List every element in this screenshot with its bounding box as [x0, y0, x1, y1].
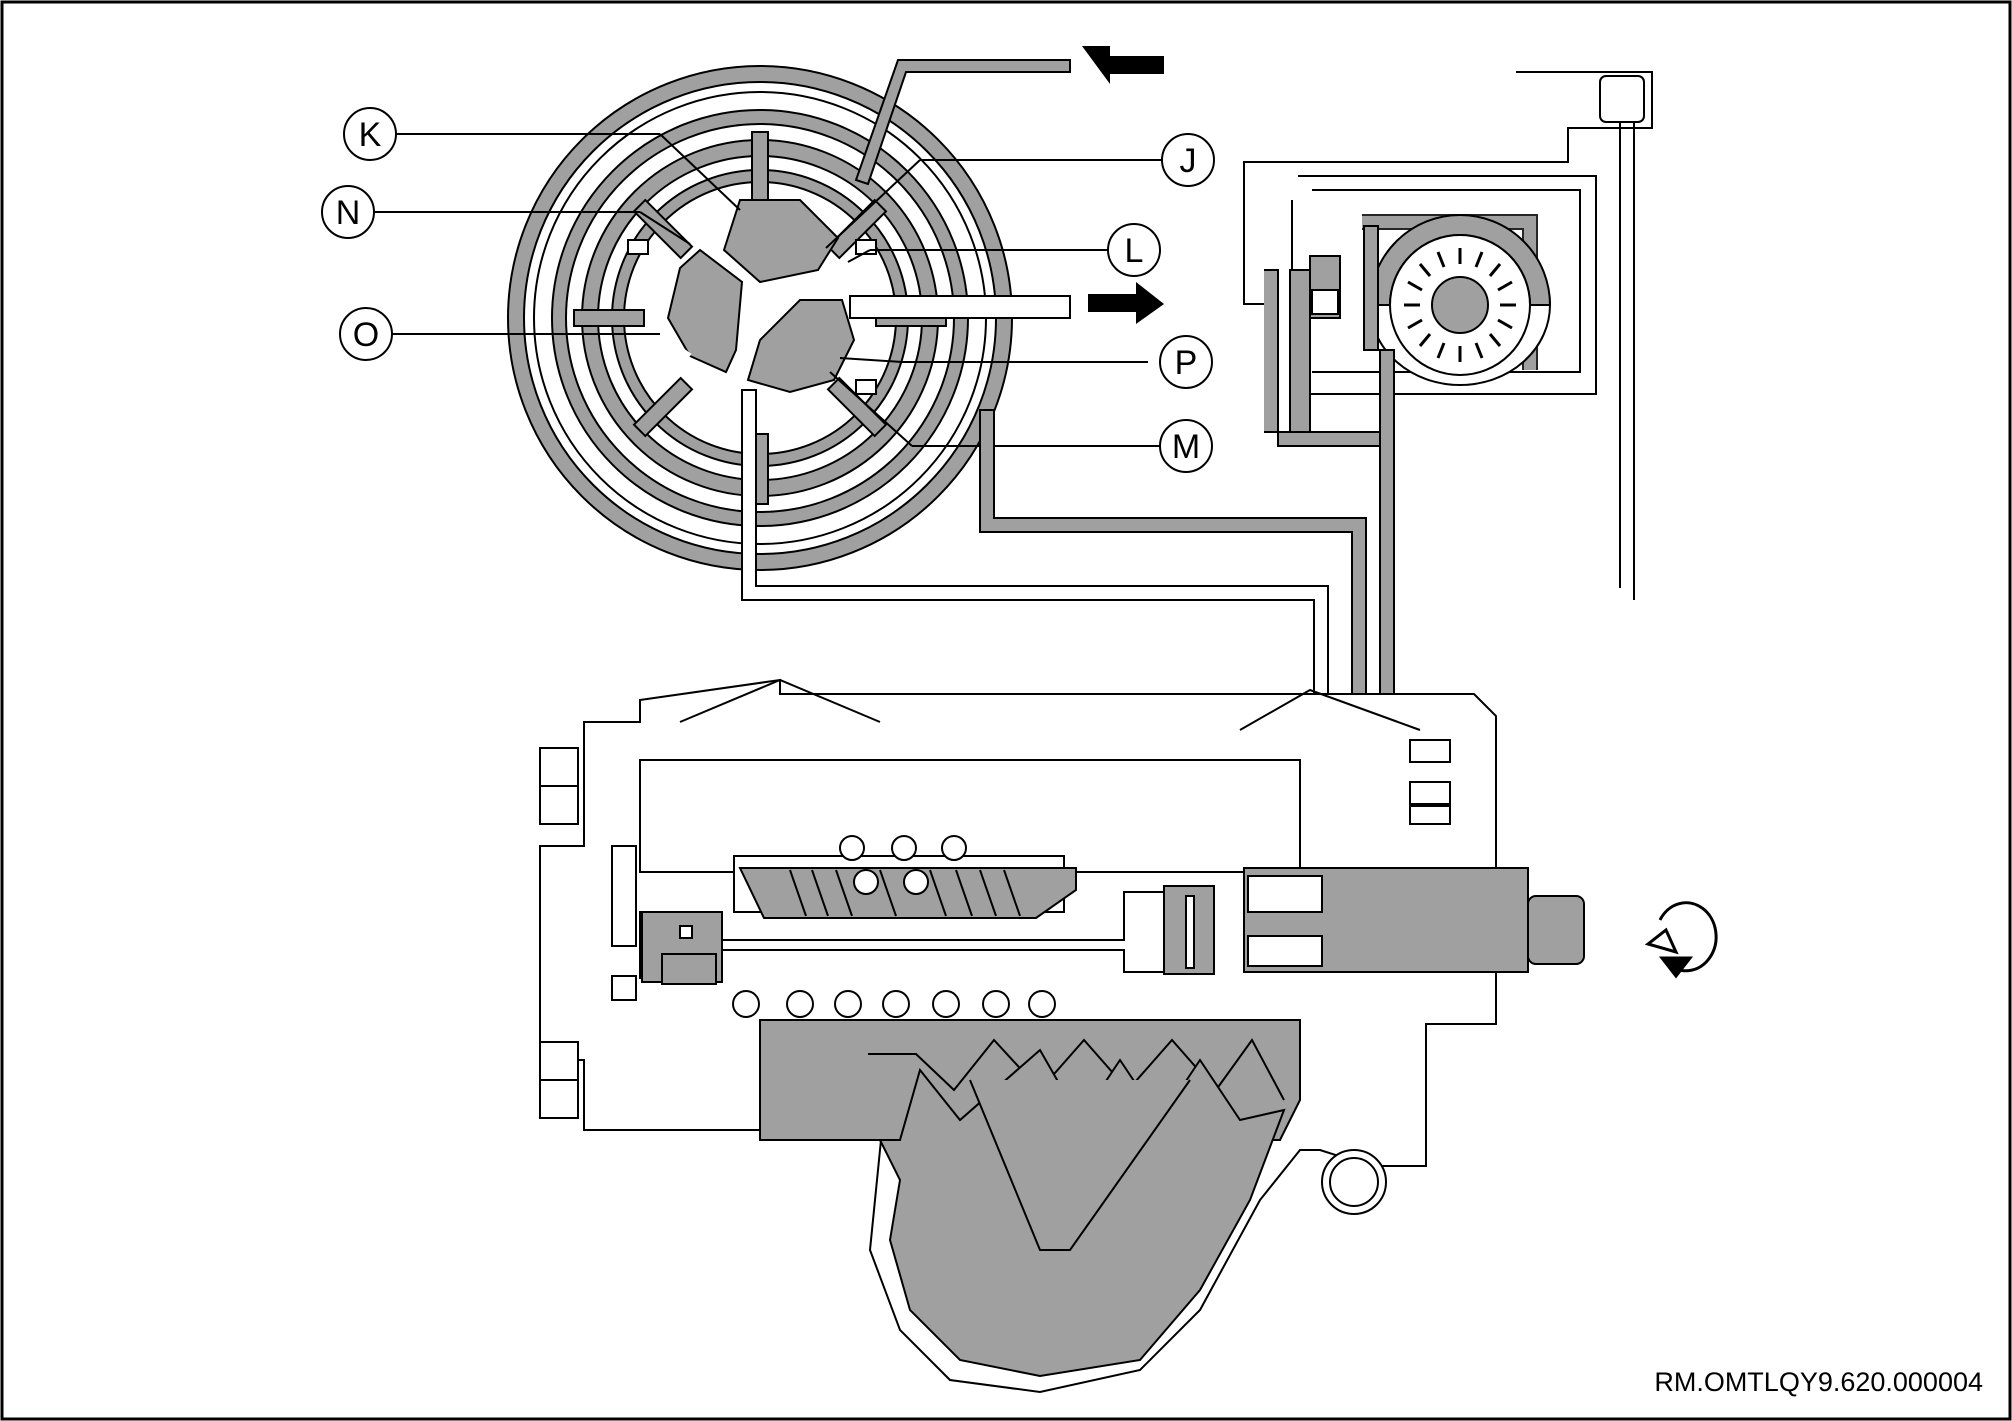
- figure-reference: RM.OMTLQY9.620.000004: [1654, 1367, 1983, 1397]
- svg-text:J: J: [1180, 142, 1197, 180]
- callout-k: K: [343, 107, 397, 161]
- steering-gear: [539, 678, 1585, 1394]
- callout-leaders: [374, 133, 1162, 447]
- svg-text:L: L: [1125, 232, 1144, 270]
- callout-l: L: [1107, 223, 1161, 277]
- svg-text:P: P: [1175, 344, 1198, 382]
- arrow-left-icon: [1082, 46, 1164, 84]
- pump: [1289, 175, 1597, 447]
- svg-text:N: N: [336, 194, 361, 232]
- callout-n: N: [321, 185, 375, 239]
- reservoir: [1243, 71, 1653, 600]
- callout-p: P: [1159, 335, 1213, 389]
- return-pipe: [854, 59, 1071, 186]
- svg-text:K: K: [359, 116, 382, 154]
- svg-text:O: O: [353, 316, 379, 354]
- supply-pipe: [849, 295, 1071, 319]
- rotate-icon: [1644, 901, 1718, 979]
- callout-o: O: [339, 307, 393, 361]
- callout-j: J: [1161, 133, 1215, 187]
- svg-text:M: M: [1172, 428, 1200, 466]
- callout-m: M: [1159, 419, 1213, 473]
- arrow-right-icon: [1088, 282, 1164, 324]
